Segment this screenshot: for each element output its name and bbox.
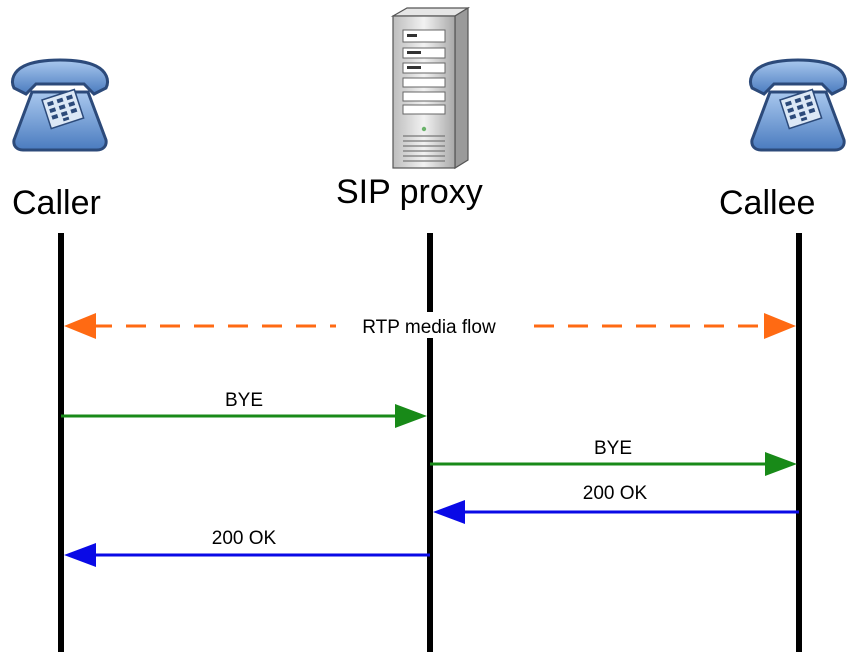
bye-label-2: BYE: [594, 438, 632, 459]
rtp-label-background: [336, 312, 522, 338]
ok-label-2: 200 OK: [212, 528, 277, 549]
server-icon: [390, 6, 471, 170]
rtp-media-flow-label: RTP media flow: [362, 317, 496, 338]
ok-arrow-proxy-to-caller: [64, 543, 430, 567]
proxy-label: SIP proxy: [336, 173, 483, 211]
rtp-media-flow-arrow: [64, 313, 796, 339]
bye-label-1: BYE: [225, 390, 263, 411]
bye-arrow-caller-to-proxy: [61, 404, 427, 428]
callee-label: Callee: [719, 184, 815, 222]
ok-label-1: 200 OK: [583, 483, 648, 504]
bye-arrow-proxy-to-callee: [430, 452, 797, 476]
callee-telephone-icon: [748, 58, 848, 152]
caller-label: Caller: [12, 184, 101, 222]
ok-arrow-callee-to-proxy: [433, 500, 799, 524]
caller-telephone-icon: [10, 58, 110, 152]
